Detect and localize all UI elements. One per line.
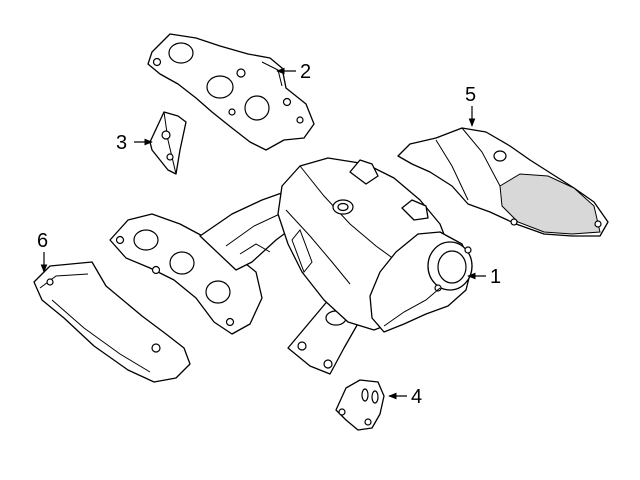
part-1-exhaust-manifold — [109, 157, 473, 375]
part-5-upper-heat-shield — [397, 127, 609, 237]
callout-5: 5 — [465, 84, 476, 106]
callout-4: 4 — [411, 386, 422, 408]
part-4-bracket — [335, 379, 385, 431]
part-2-manifold-gasket — [147, 33, 315, 151]
callout-2: 2 — [300, 61, 311, 83]
callout-6: 6 — [37, 230, 48, 252]
callout-1: 1 — [490, 266, 501, 288]
callout-3: 3 — [116, 132, 127, 154]
callout-leaders — [40, 67, 486, 400]
part-6-lower-heat-shield — [33, 261, 191, 383]
part-3-bracket — [149, 111, 187, 175]
